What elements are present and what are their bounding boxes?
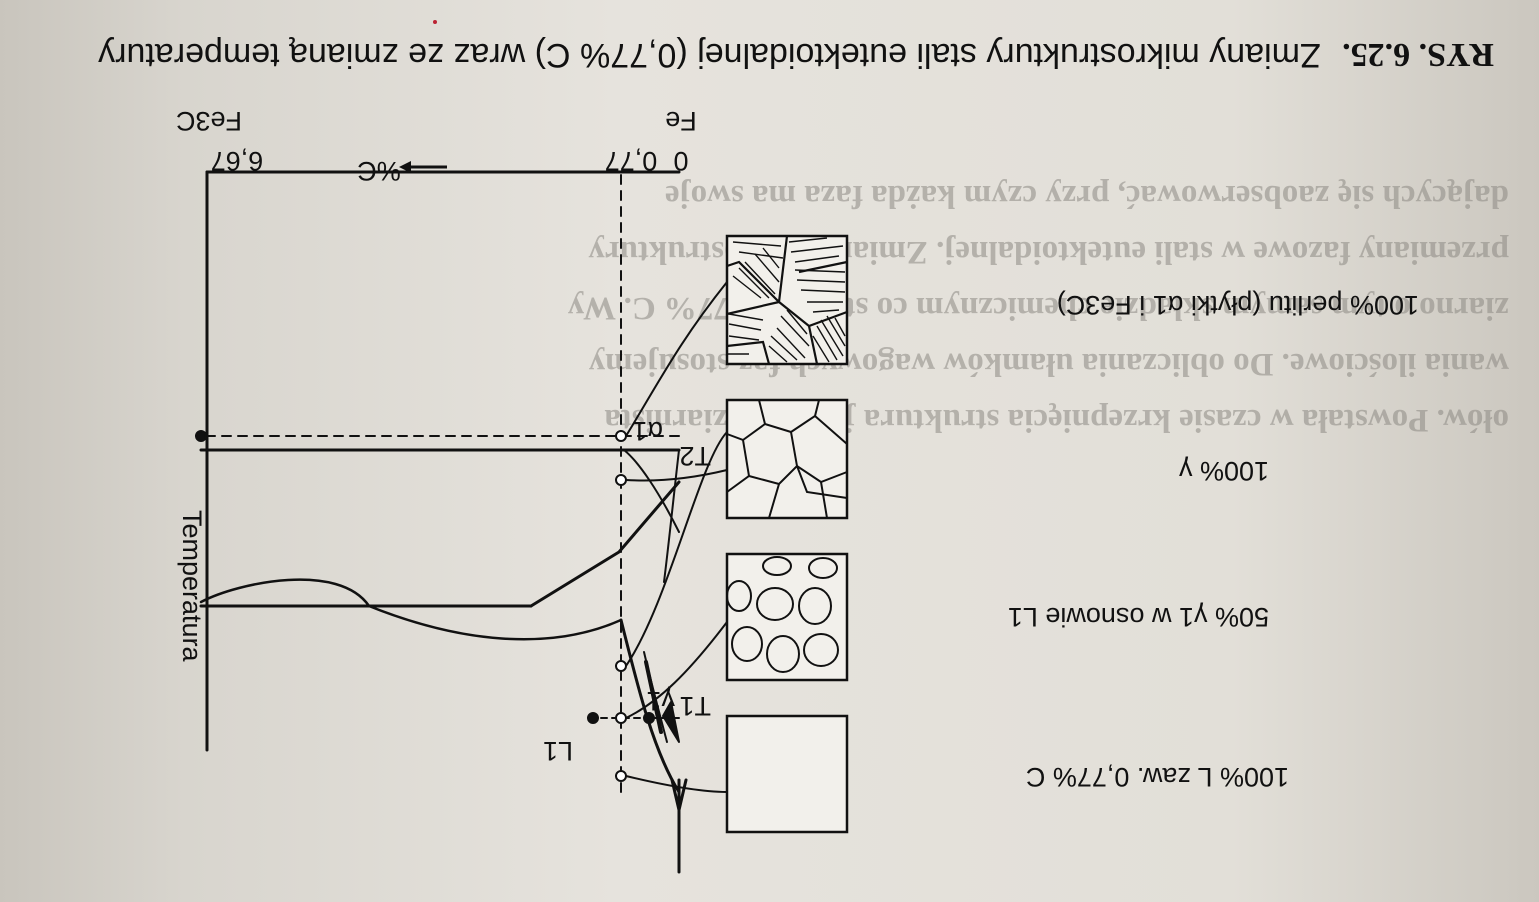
diagram-labels: Temperatura %C Fe Fe3C 0 0,77 6,67 L1 T1… [176,106,711,766]
bleed-line-5: dających się zaobserwować, przy czym każ… [665,178,1509,214]
phase-diagram [199,170,688,874]
percent-c-arrowhead [399,161,411,173]
arrow-pearlite [625,281,728,437]
l1-label: L1 [543,736,573,766]
scan-speck [433,20,437,24]
delta-line [644,660,663,734]
point-liquid [615,770,627,782]
point-austenite [615,474,627,486]
label-liquid: 100% L zaw. 0,77% C [1026,762,1289,792]
gamma1-label: γ1 [646,686,675,716]
label-austenite: 100% γ [1178,456,1269,486]
point-gamma1 [643,712,655,724]
tick-667: 6,67 [211,146,264,176]
phase-points [195,430,655,782]
arrow-gamma-in-liquid [625,431,728,667]
fe3c-label: Fe3C [176,106,242,136]
point-fe3c [195,430,207,442]
micrograph-liquid [725,714,849,834]
figure-number: RYS. 6.25. [1342,36,1494,73]
tick-0: 0 [673,146,688,176]
figure-caption: RYS. 6.25. Zmiany mikrostruktury stali e… [98,36,1494,74]
acm-line [529,480,681,608]
micrograph-gamma-in-liquid [725,552,849,682]
temperature-label: Temperatura [177,510,207,663]
label-pearlite: 100% perlitu (płytki α1 i Fe3C) [1057,290,1419,320]
fe3c-liquidus [199,578,371,608]
point-t2 [615,430,627,442]
tick-077: 0,77 [605,146,658,176]
alpha1-label: α1 [632,416,663,446]
fe-label: Fe [665,106,697,136]
arrow-liquid [625,775,728,793]
bleed-through-text: ołów. Powstała w czasie krzepnięcia stru… [567,178,1509,438]
percent-c-label: %C [357,156,401,186]
point-l1 [587,712,599,724]
liquidus-right [367,604,623,641]
figure-caption-text: Zmiany mikrostruktury stali eutektoidaln… [98,36,1321,74]
micrograph-pearlite [725,234,849,366]
micrographs [725,234,849,834]
delta-region [662,701,680,743]
point-t1 [615,712,627,724]
bleed-line-3: ziarno o tym samym składzie chemicznym c… [567,290,1509,326]
t1-label: T1 [679,691,711,721]
connector-arrows [625,281,728,793]
arrow-austenite [625,469,728,482]
temperature-axis-arrow [670,778,688,812]
label-gamma-in-liquid: 50% γ1 w osnowie L1 [1008,602,1269,632]
micrograph-labels: 100% L zaw. 0,77% C 50% γ1 w osnowie L1 … [1008,290,1419,792]
arrow-t1 [625,621,728,719]
t2-label: T2 [679,441,711,471]
point-half-solid [615,660,627,672]
micrograph-austenite [725,398,849,520]
a3-line [663,449,680,583]
